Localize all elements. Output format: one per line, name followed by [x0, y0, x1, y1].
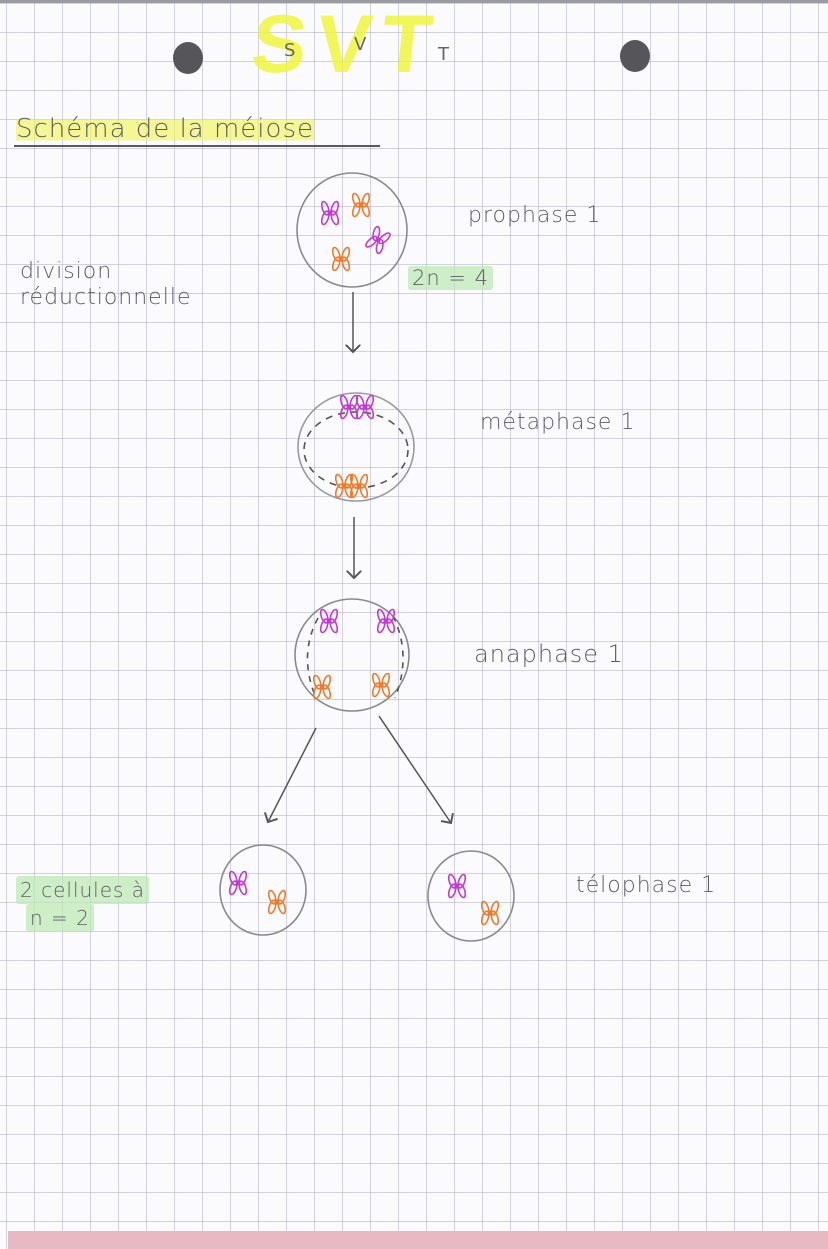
arrow-left-down-icon [268, 727, 317, 822]
chromosome-purple-icon [318, 607, 340, 635]
chromosome-orange-icon [350, 191, 372, 219]
note-ploidy-2n: 2n = 4 [408, 266, 493, 290]
note-division-line1: division [20, 259, 113, 284]
chromosome-orange-icon [311, 673, 333, 701]
page-title: Schéma de la méiose [16, 114, 314, 144]
cell-prophase [296, 172, 408, 288]
note-division: division réductionnelle [20, 259, 191, 311]
label-metaphase: métaphase 1 [480, 410, 636, 435]
page-top-edge [0, 0, 828, 3]
chromosome-orange-icon [370, 671, 392, 699]
note-result-line2: n = 2 [26, 904, 94, 932]
note-result: 2 cellules à n = 2 [16, 876, 150, 932]
cell-metaphase [297, 392, 415, 502]
chromosome-purple-icon [319, 199, 341, 227]
label-anaphase: anaphase 1 [474, 640, 624, 668]
chromosome-purple-icon [338, 393, 360, 421]
label-telophase: télophase 1 [576, 873, 717, 898]
arrow-right-down-icon [378, 715, 451, 823]
subject-letter-t: T [438, 44, 449, 65]
binder-hole-right [620, 40, 650, 72]
cell-telophase-left [219, 844, 307, 936]
note-division-line2: réductionnelle [20, 285, 192, 310]
chromosome-purple-icon [446, 872, 468, 900]
chromosome-purple-icon [375, 607, 397, 635]
page-bottom-band [8, 1231, 828, 1249]
chromosome-purple-icon [354, 393, 376, 421]
note-result-line1: 2 cellules à [16, 876, 150, 904]
subject-letter-s: S [284, 40, 296, 61]
label-prophase: prophase 1 [468, 203, 602, 228]
chromosome-purple-icon [227, 869, 249, 897]
cell-anaphase [294, 598, 410, 712]
subject-letter-v: V [354, 34, 367, 55]
binder-hole-left [173, 42, 203, 74]
chromosome-orange-icon [479, 899, 501, 927]
chromosome-purple-icon [362, 223, 394, 257]
chromosome-orange-icon [330, 245, 352, 273]
title-underline [14, 145, 380, 147]
chromosome-orange-icon [266, 888, 288, 916]
cell-telophase-right [427, 850, 515, 942]
